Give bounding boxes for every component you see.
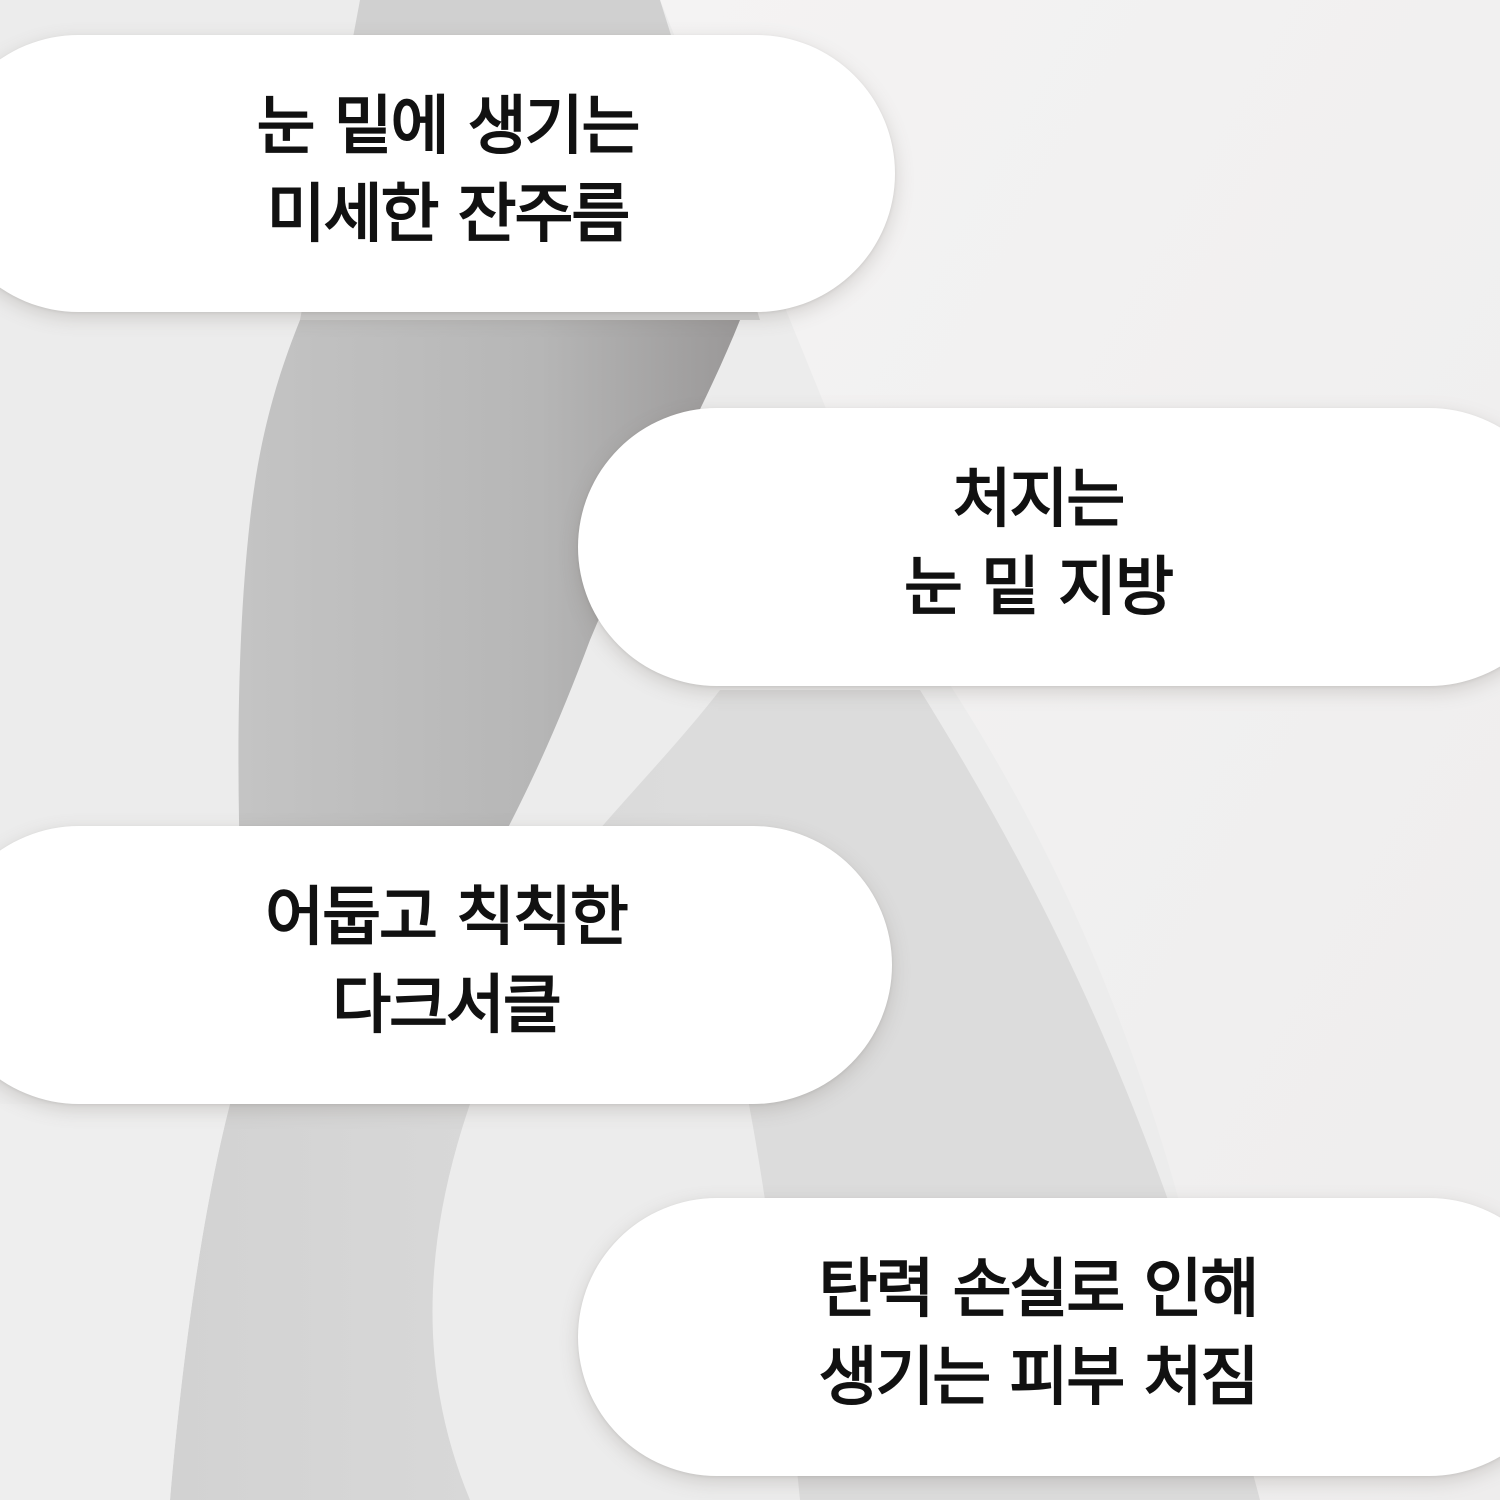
concern-card-under-eye-fat: 처지는 눈 밑 지방 <box>578 408 1500 686</box>
concern-card-skin-sagging: 탄력 손실로 인해 생기는 피부 처짐 <box>578 1198 1500 1476</box>
card-line: 생기는 피부 처짐 <box>818 1341 1260 1415</box>
left-light-shape <box>0 1104 230 1500</box>
card-line: 처지는 <box>952 463 1126 537</box>
card-line: 다크서클 <box>332 969 562 1043</box>
card-line: 탄력 손실로 인해 <box>818 1253 1260 1327</box>
light-shape <box>660 0 1500 1500</box>
card-line: 눈 밑 지방 <box>903 551 1174 625</box>
card-line: 눈 밑에 생기는 <box>256 89 641 164</box>
concern-card-dark-circles: 어둡고 칙칙한 다크서클 <box>0 826 892 1104</box>
card-line: 미세한 잔주름 <box>266 177 631 252</box>
card-line: 어둡고 칙칙한 <box>265 881 629 955</box>
concern-card-fine-wrinkles: 눈 밑에 생기는 미세한 잔주름 <box>0 35 895 312</box>
